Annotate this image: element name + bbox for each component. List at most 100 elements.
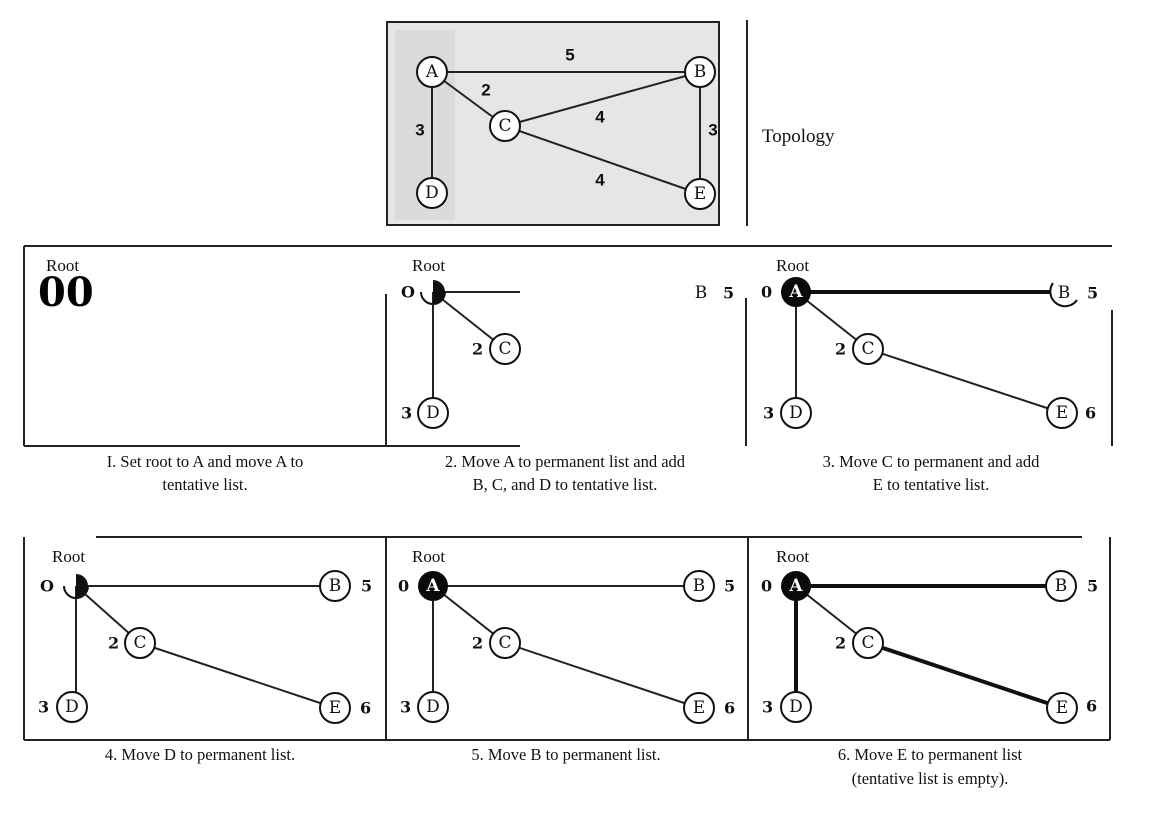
step-4-node-b: B xyxy=(319,570,351,602)
step-3-caption-line-2: E to tentative list. xyxy=(873,475,989,494)
weight-a-c: 2 xyxy=(481,81,490,100)
svg-text:3: 3 xyxy=(38,698,49,717)
svg-text:B: B xyxy=(1055,576,1068,596)
svg-text:D: D xyxy=(789,403,803,423)
svg-text:B: B xyxy=(693,576,706,596)
svg-text:B: B xyxy=(694,62,707,82)
root-label: Root xyxy=(776,547,809,566)
svg-text:C: C xyxy=(861,339,874,359)
weight-a-b: 5 xyxy=(565,46,574,65)
svg-text:2: 2 xyxy=(835,634,846,653)
svg-text:E: E xyxy=(1056,698,1068,718)
edge-c-b xyxy=(504,71,701,127)
root-label: Root xyxy=(412,547,445,566)
svg-text:0: 0 xyxy=(398,577,409,596)
node-a-half-icon xyxy=(433,280,445,304)
svg-text:D: D xyxy=(425,183,439,203)
svg-text:5: 5 xyxy=(361,577,372,596)
svg-text:E: E xyxy=(329,698,341,718)
weight-b-e: 3 xyxy=(708,121,717,140)
step-2-caption-line-2: B, C, and D to tentative list. xyxy=(473,475,658,494)
step-6-node-b: B xyxy=(1045,570,1077,602)
step-6-caption-line-1: 6. Move E to permanent list xyxy=(838,745,1023,764)
svg-text:C: C xyxy=(498,633,511,653)
svg-text:D: D xyxy=(426,697,440,717)
svg-text:A: A xyxy=(788,282,803,302)
step-3-node-a: A xyxy=(781,277,811,307)
step-5-node-e: E xyxy=(683,692,715,724)
svg-text:C: C xyxy=(861,633,874,653)
step-3-node-b: B xyxy=(1049,282,1078,308)
node-a-half-icon xyxy=(76,574,88,598)
svg-text:2: 2 xyxy=(835,340,846,359)
svg-text:D: D xyxy=(426,403,440,423)
root-label: Root xyxy=(412,256,445,275)
step-2-node-c: C xyxy=(489,333,521,365)
svg-text:E: E xyxy=(694,184,706,204)
topology-label: Topology xyxy=(762,126,835,147)
svg-text:2: 2 xyxy=(472,634,483,653)
svg-text:6: 6 xyxy=(1085,404,1096,423)
step-6-caption-line-2: (tentative list is empty). xyxy=(852,769,1009,788)
step-4-panel: Root O B 5 C 2 D 3 E 6 4. Move D to perm… xyxy=(38,547,372,764)
topology-frame xyxy=(386,21,720,226)
svg-text:A: A xyxy=(425,576,440,596)
svg-text:5: 5 xyxy=(1087,284,1098,303)
weight-c-b: 4 xyxy=(595,108,605,127)
step-6-node-c: C xyxy=(852,627,884,659)
step-2-caption-line-1: 2. Move A to permanent list and add xyxy=(445,452,686,471)
topology-panel: 5 2 3 4 3 4 A B C D E Topology xyxy=(386,20,835,226)
edge-c-e xyxy=(504,125,701,195)
svg-text:0: 0 xyxy=(761,283,772,302)
svg-text:C: C xyxy=(498,339,511,359)
step-3-panel: Root A 0 B 5 C 2 D 3 E 6 3. Move C to pe… xyxy=(761,256,1098,494)
svg-text:C: C xyxy=(498,116,511,136)
step-2-node-b: B xyxy=(695,283,708,303)
step-5-node-b: B xyxy=(683,570,715,602)
svg-text:6: 6 xyxy=(360,699,371,718)
step-3-caption-line-1: 3. Move C to permanent and add xyxy=(823,452,1040,471)
step-4-node-c: C xyxy=(124,627,156,659)
step-5-caption: 5. Move B to permanent list. xyxy=(471,745,660,764)
topo-node-b: B xyxy=(684,56,716,88)
step-6-node-e: E xyxy=(1046,692,1078,724)
svg-text:3: 3 xyxy=(401,404,412,423)
topo-node-d: D xyxy=(416,177,448,209)
step-4-node-e: E xyxy=(319,692,351,724)
svg-text:5: 5 xyxy=(723,284,734,303)
svg-text:A: A xyxy=(425,62,439,82)
svg-text:3: 3 xyxy=(763,404,774,423)
svg-text:E: E xyxy=(1056,403,1068,423)
step-6-panel: Root A 0 B 5 C 2 D 3 E 6 6. Move E to pe… xyxy=(761,547,1098,788)
step-3-node-c: C xyxy=(852,333,884,365)
step-3-node-e: E xyxy=(1046,397,1078,429)
svg-text:3: 3 xyxy=(762,698,773,717)
weight-c-e: 4 xyxy=(595,171,605,190)
step-4-caption: 4. Move D to permanent list. xyxy=(105,745,295,764)
step-3-node-d: D xyxy=(780,397,812,429)
svg-text:0: 0 xyxy=(761,577,772,596)
svg-text:C: C xyxy=(133,633,146,653)
svg-text:E: E xyxy=(693,698,705,718)
step-5-panel: Root A 0 B 5 C 2 D 3 E 6 5. Move B to pe… xyxy=(398,547,735,764)
svg-text:B: B xyxy=(329,576,342,596)
step-5-node-c: C xyxy=(489,627,521,659)
svg-text:5: 5 xyxy=(1087,577,1098,596)
svg-text:3: 3 xyxy=(400,698,411,717)
svg-text:D: D xyxy=(789,697,803,717)
svg-text:2: 2 xyxy=(108,634,119,653)
svg-text:2: 2 xyxy=(472,340,483,359)
step-5-node-d: D xyxy=(417,691,449,723)
step-1-caption-line-1: I. Set root to A and move A to xyxy=(107,452,304,471)
step-1-big-text: 00 xyxy=(38,269,94,316)
step-5-node-a: A xyxy=(418,571,448,601)
svg-text:O: O xyxy=(40,577,54,596)
svg-text:D: D xyxy=(65,697,79,717)
step-1-caption-line-2: tentative list. xyxy=(162,475,247,494)
topo-node-a: A xyxy=(416,56,448,88)
step-6-node-a: A xyxy=(781,571,811,601)
row2-frames xyxy=(23,536,1111,741)
svg-text:A: A xyxy=(788,576,803,596)
svg-text:5: 5 xyxy=(724,577,735,596)
